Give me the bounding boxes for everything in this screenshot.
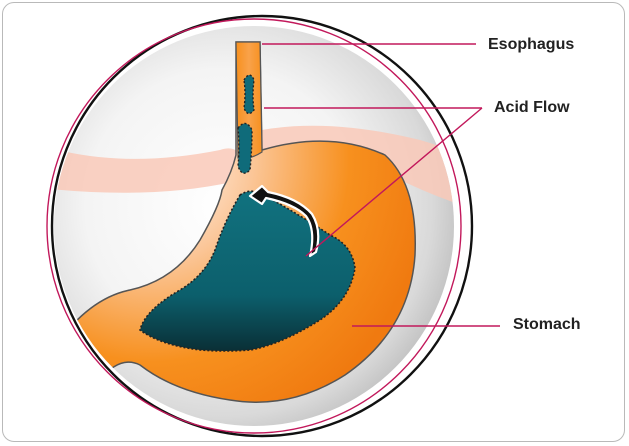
acid-droplet-lower	[238, 123, 252, 173]
acid-flow-label: Acid Flow	[494, 99, 570, 117]
stomach-label: Stomach	[513, 316, 581, 334]
esophagus-label: Esophagus	[488, 36, 574, 54]
acid-droplet-upper	[244, 75, 254, 114]
